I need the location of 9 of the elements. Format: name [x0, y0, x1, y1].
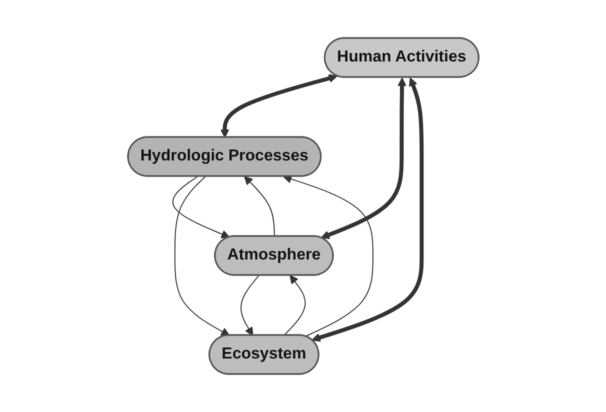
arrow — [240, 275, 260, 336]
arrow — [282, 174, 374, 337]
arrow — [220, 74, 338, 138]
arrow — [320, 78, 406, 240]
arrow — [244, 176, 275, 237]
arrow — [174, 176, 230, 336]
arrow — [283, 275, 306, 336]
arrow — [311, 77, 424, 342]
arrow — [172, 176, 230, 238]
